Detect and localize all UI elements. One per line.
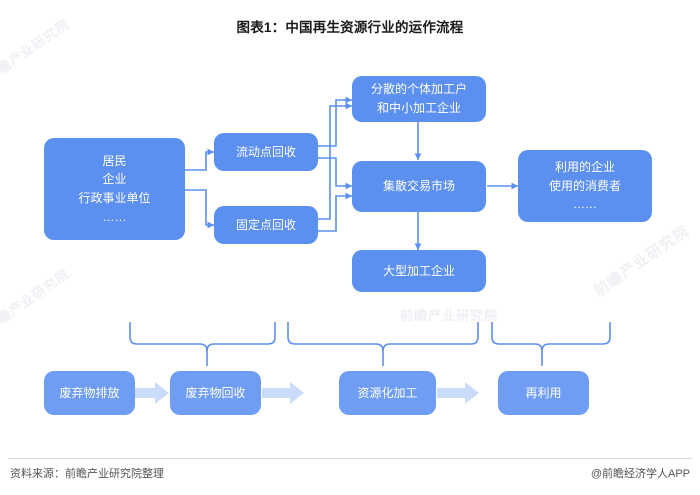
source-note: 资料来源：前瞻产业研究院整理 (10, 468, 164, 480)
node-sources-line: 企业 (102, 172, 127, 187)
node-sources-line: …… (102, 209, 127, 224)
node-sources-line: 居民 (102, 153, 127, 168)
node-fixed-recycle-label: 固定点回收 (235, 217, 296, 232)
page-title: 图表1：中国再生资源行业的运作流程 (236, 20, 464, 35)
stage-resource-processing[interactable]: 资源化加工 (339, 371, 436, 415)
footer-divider (8, 458, 692, 459)
node-users[interactable]: 利用的企业 使用的消费者 …… (518, 150, 652, 222)
node-sources-line: 行政事业单位 (78, 191, 151, 205)
stage-waste-recycling[interactable]: 废弃物回收 (170, 371, 261, 415)
node-users-line: 使用的消费者 (548, 178, 621, 193)
node-fixed-recycle[interactable]: 固定点回收 (214, 206, 318, 244)
node-mobile-recycle[interactable]: 流动点回收 (214, 133, 318, 171)
node-small-processors-line: 和中小加工企业 (376, 101, 461, 115)
node-mobile-recycle-label: 流动点回收 (235, 144, 296, 159)
node-large-processor-label: 大型加工企业 (382, 263, 455, 278)
brand-note: @前瞻经济学人APP (590, 468, 690, 480)
node-market-label: 集散交易市场 (382, 179, 455, 194)
node-large-processor[interactable]: 大型加工企业 (352, 250, 486, 292)
stage-label: 资源化加工 (357, 385, 418, 400)
node-users-line: …… (573, 197, 597, 212)
stage-label: 废弃物回收 (185, 385, 246, 400)
node-small-processors-line: 分散的个体加工户 (370, 82, 467, 97)
node-market[interactable]: 集散交易市场 (352, 161, 486, 212)
stage-label: 废弃物排放 (59, 385, 120, 400)
stage-waste-emission[interactable]: 废弃物排放 (44, 371, 135, 415)
stage-reuse[interactable]: 再利用 (498, 371, 589, 415)
node-sources[interactable]: 居民 企业 行政事业单位 …… (44, 138, 185, 240)
node-small-processors[interactable]: 分散的个体加工户 和中小加工企业 (352, 76, 486, 122)
node-users-line: 利用的企业 (554, 160, 615, 175)
stage-label: 再利用 (525, 385, 562, 400)
